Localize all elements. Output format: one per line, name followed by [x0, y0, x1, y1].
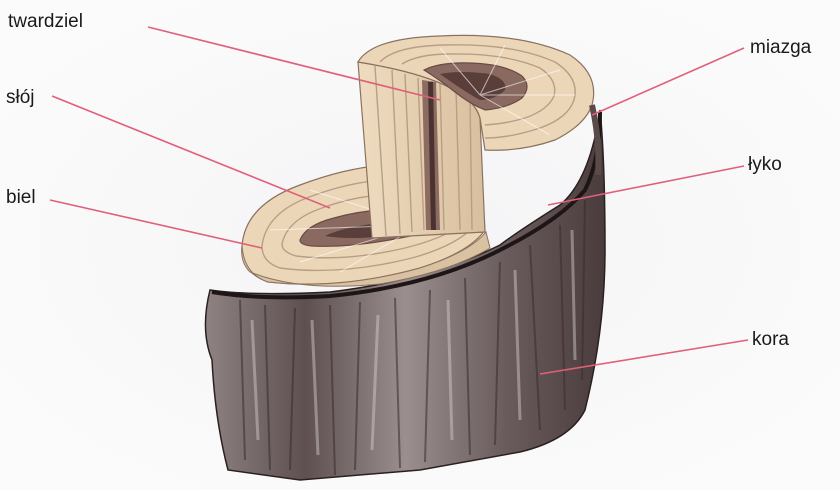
label-sloj: słój — [6, 88, 35, 107]
label-twardziel: twardziel — [8, 12, 83, 31]
label-kora: kora — [752, 330, 789, 349]
label-miazga: miazga — [750, 38, 811, 57]
label-biel: biel — [6, 188, 36, 207]
label-lyko: łyko — [748, 155, 782, 174]
